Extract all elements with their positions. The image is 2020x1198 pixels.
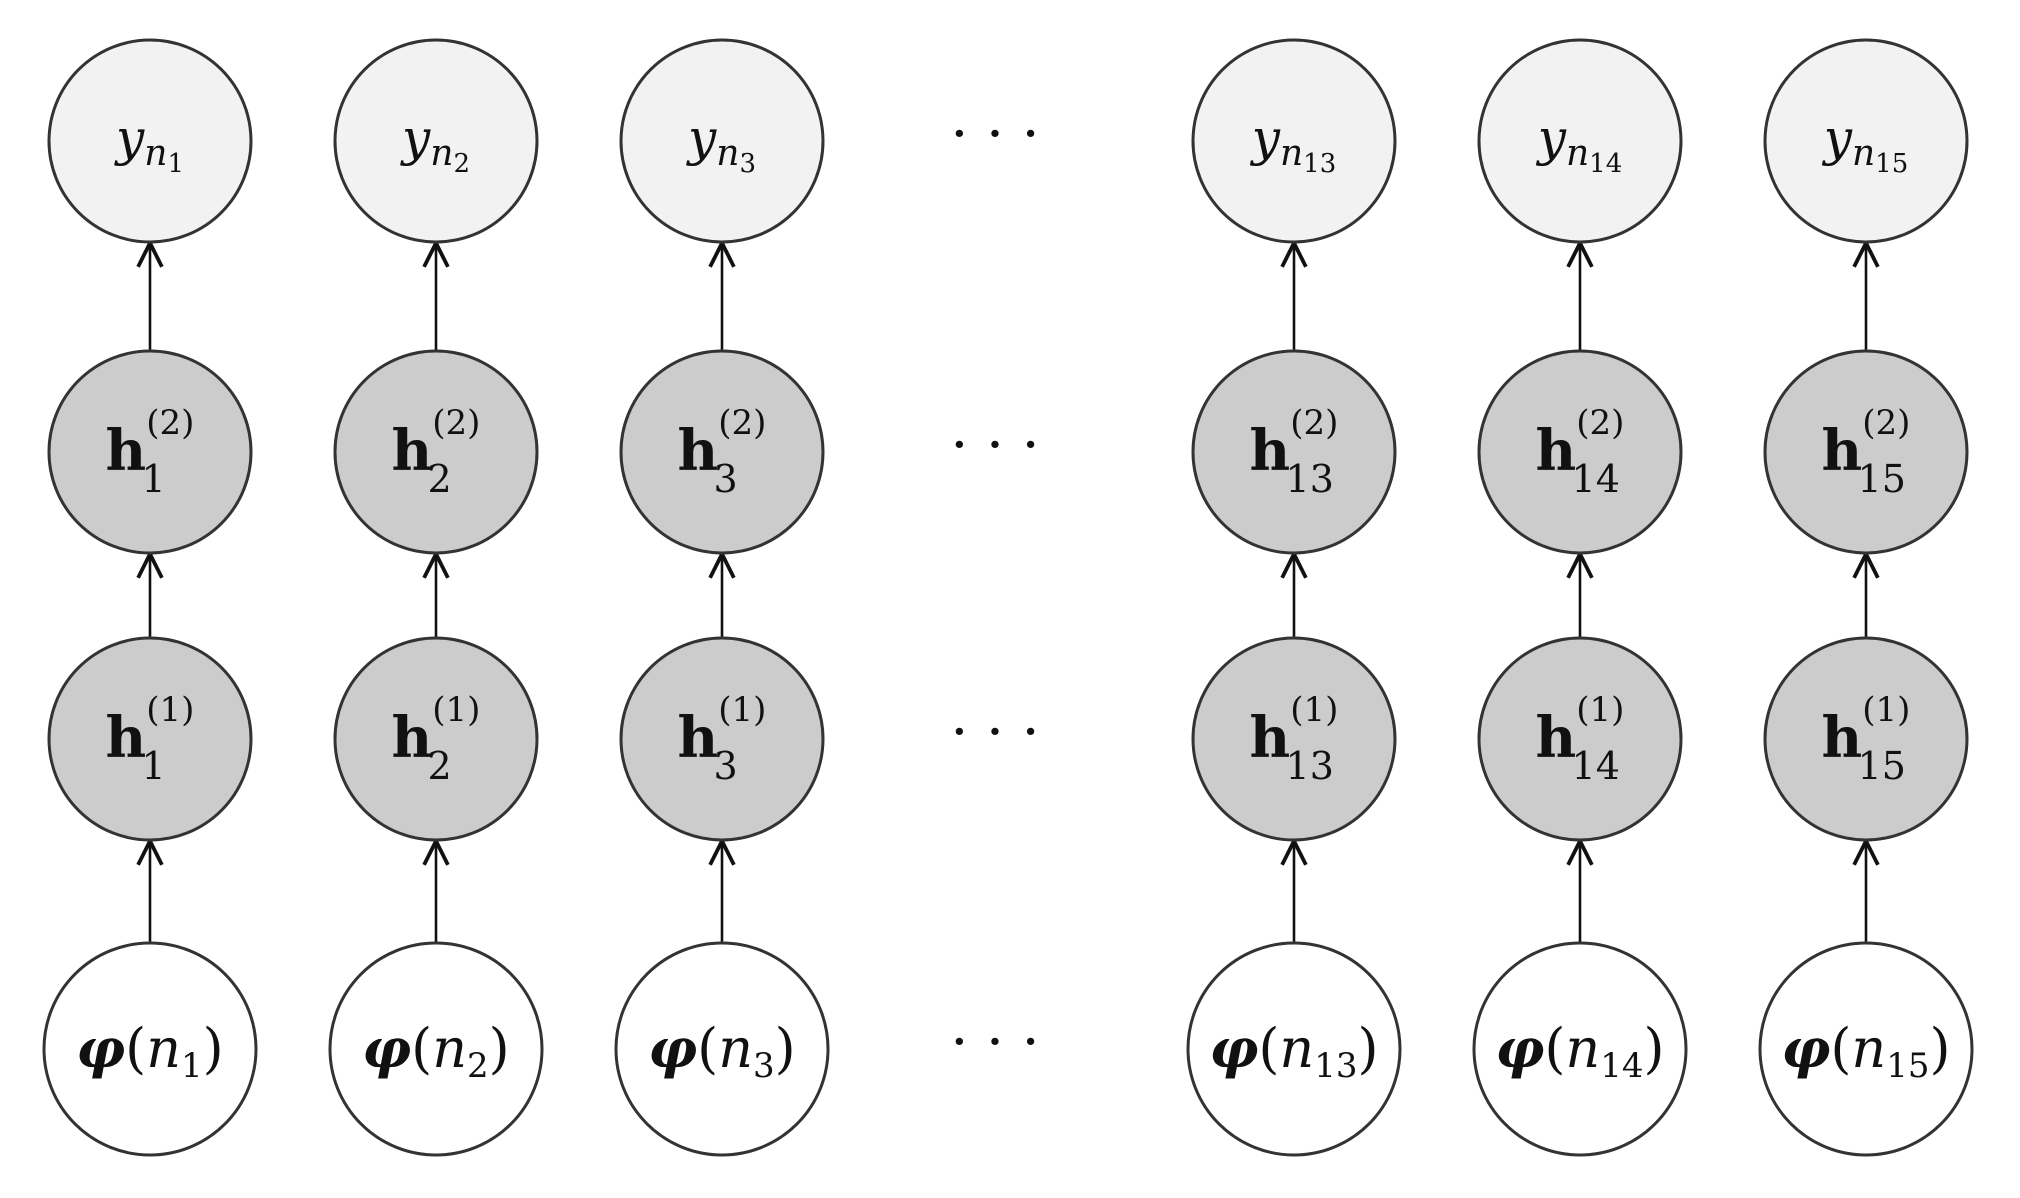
hidden-sub-layer1-2: 2 bbox=[428, 744, 452, 788]
hidden-node-layer2-13: h(2)13 bbox=[1191, 349, 1397, 555]
hidden-label-layer1-3: h(1) bbox=[678, 690, 767, 771]
hidden-label-layer2-15: h(2) bbox=[1822, 403, 1911, 484]
hidden-node-layer1-2: h(1)2 bbox=[333, 636, 539, 842]
hidden-label-layer2-2: h(2) bbox=[392, 403, 481, 484]
hidden-sub-layer1-15: 15 bbox=[1858, 744, 1906, 788]
input-label-13: φ(n13) bbox=[1209, 1016, 1378, 1086]
output-label-2: yn2 bbox=[400, 109, 470, 179]
output-label-1: yn1 bbox=[114, 109, 184, 179]
output-label-15: yn15 bbox=[1822, 109, 1909, 179]
hidden-sub-layer1-14: 14 bbox=[1572, 744, 1620, 788]
hidden-label-layer2-13: h(2) bbox=[1250, 403, 1339, 484]
nodes-layer: yn1h(2)1h(1)1φ(n1)yn2h(2)2h(1)2φ(n2)yn3h… bbox=[42, 38, 1974, 1157]
ellipsis-h2: · · · bbox=[950, 413, 1039, 478]
hidden-label-layer1-15: h(1) bbox=[1822, 690, 1911, 771]
output-node-3: yn3 bbox=[619, 38, 825, 244]
ellipsis-h1: · · · bbox=[950, 700, 1039, 765]
hidden-node-layer2-15: h(2)15 bbox=[1763, 349, 1969, 555]
input-node-15: φ(n15) bbox=[1758, 941, 1974, 1157]
hidden-label-layer2-1: h(2) bbox=[106, 403, 195, 484]
hidden-sub-layer1-3: 3 bbox=[714, 744, 738, 788]
hidden-sub-layer2-3: 3 bbox=[714, 457, 738, 501]
input-label-3: φ(n3) bbox=[648, 1016, 795, 1086]
hidden-sub-layer2-1: 1 bbox=[142, 457, 166, 501]
hidden-node-layer1-13: h(1)13 bbox=[1191, 636, 1397, 842]
hidden-label-layer2-3: h(2) bbox=[678, 403, 767, 484]
input-node-3: φ(n3) bbox=[614, 941, 830, 1157]
hidden-sub-layer1-13: 13 bbox=[1286, 744, 1334, 788]
hidden-node-layer2-2: h(2)2 bbox=[333, 349, 539, 555]
hidden-label-layer1-1: h(1) bbox=[106, 690, 195, 771]
input-node-1: φ(n1) bbox=[42, 941, 258, 1157]
input-node-14: φ(n14) bbox=[1472, 941, 1688, 1157]
output-label-13: yn13 bbox=[1250, 109, 1337, 179]
output-node-14: yn14 bbox=[1477, 38, 1683, 244]
input-node-2: φ(n2) bbox=[328, 941, 544, 1157]
hidden-sub-layer1-1: 1 bbox=[142, 744, 166, 788]
hidden-sub-layer2-14: 14 bbox=[1572, 457, 1620, 501]
ellipsis-y: · · · bbox=[950, 102, 1039, 167]
output-node-13: yn13 bbox=[1191, 38, 1397, 244]
hidden-node-layer2-1: h(2)1 bbox=[47, 349, 253, 555]
input-label-14: φ(n14) bbox=[1495, 1016, 1664, 1086]
output-label-14: yn14 bbox=[1536, 109, 1623, 179]
input-node-13: φ(n13) bbox=[1186, 941, 1402, 1157]
hidden-node-layer1-3: h(1)3 bbox=[619, 636, 825, 842]
hidden-sub-layer2-13: 13 bbox=[1286, 457, 1334, 501]
hidden-label-layer1-2: h(1) bbox=[392, 690, 481, 771]
hidden-node-layer2-3: h(2)3 bbox=[619, 349, 825, 555]
hidden-label-layer2-14: h(2) bbox=[1536, 403, 1625, 484]
output-label-3: yn3 bbox=[686, 109, 756, 179]
hidden-node-layer2-14: h(2)14 bbox=[1477, 349, 1683, 555]
input-label-15: φ(n15) bbox=[1781, 1016, 1950, 1086]
input-label-2: φ(n2) bbox=[362, 1016, 509, 1086]
ellipsis-phi: · · · bbox=[950, 1010, 1039, 1075]
hidden-label-layer1-13: h(1) bbox=[1250, 690, 1339, 771]
output-node-2: yn2 bbox=[333, 38, 539, 244]
hidden-label-layer1-14: h(1) bbox=[1536, 690, 1625, 771]
hidden-node-layer1-14: h(1)14 bbox=[1477, 636, 1683, 842]
hidden-sub-layer2-2: 2 bbox=[428, 457, 452, 501]
input-label-1: φ(n1) bbox=[76, 1016, 223, 1086]
hidden-sub-layer2-15: 15 bbox=[1858, 457, 1906, 501]
output-node-1: yn1 bbox=[47, 38, 253, 244]
output-node-15: yn15 bbox=[1763, 38, 1969, 244]
hidden-node-layer1-1: h(1)1 bbox=[47, 636, 253, 842]
edges-layer bbox=[150, 243, 1866, 943]
hidden-node-layer1-15: h(1)15 bbox=[1763, 636, 1969, 842]
